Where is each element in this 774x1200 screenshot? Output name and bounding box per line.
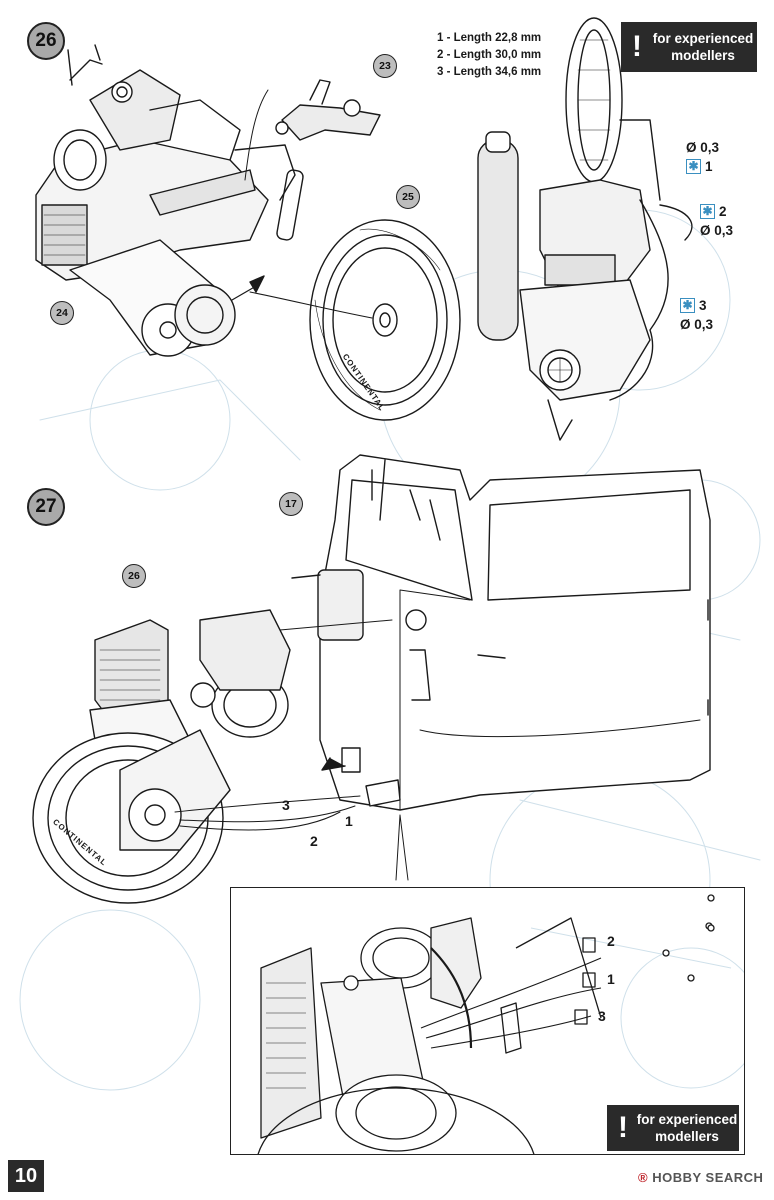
hobby-search-watermark: ® HOBBY SEARCH xyxy=(638,1170,763,1185)
wire-id: 3 xyxy=(699,298,707,313)
wire-id: 2 xyxy=(719,204,727,219)
step27-detail-pointer xyxy=(395,814,409,881)
star-cross-icon: ✱ xyxy=(686,159,701,174)
wire-diameter: Ø 0,3 xyxy=(700,223,734,238)
watermark-symbol: ® xyxy=(638,1170,649,1185)
warning-exclamation-icon: ! xyxy=(618,1111,628,1144)
warning-text: for experienced modellers xyxy=(636,1112,738,1144)
watermark-suffix: SEARCH xyxy=(701,1170,764,1185)
wire-spec-1: Ø 0,3 ✱ 1 xyxy=(686,140,719,174)
step27-cab xyxy=(279,454,711,811)
watermark-brand: HOBBY xyxy=(652,1170,702,1185)
step26-rear-assembly xyxy=(477,17,693,441)
detail-label-3: 3 xyxy=(598,1008,606,1024)
step27-motor xyxy=(32,609,361,904)
wire-spec-3: ✱ 3 Ø 0,3 xyxy=(680,298,713,332)
part-callout-23: 23 xyxy=(373,54,397,78)
step26-wheel xyxy=(249,219,461,421)
experienced-modellers-warning-bottom: ! for experienced modellers xyxy=(607,1105,739,1151)
wire-length-2: 2 - Length 30,0 mm xyxy=(437,49,542,61)
experienced-modellers-warning-top: ! for experienced modellers xyxy=(621,22,757,72)
wire-label-3: 3 xyxy=(282,797,290,813)
star-cross-icon: ✱ xyxy=(680,298,695,313)
wire-length-1: 1 - Length 22,8 mm xyxy=(437,32,542,44)
detail-drawing xyxy=(257,894,744,1154)
star-cross-icon: ✱ xyxy=(700,204,715,219)
wire-length-list: 1 - Length 22,8 mm 2 - Length 30,0 mm 3 … xyxy=(437,30,541,81)
wire-spec-2: ✱ 2 Ø 0,3 xyxy=(700,204,733,238)
step-number-27: 27 xyxy=(27,488,65,526)
wiring-detail-inset: 2 1 3 ! for experienced modellers xyxy=(230,887,745,1155)
part-callout-26: 26 xyxy=(122,564,146,588)
page-number: 10 xyxy=(8,1160,44,1192)
step26-swingarm xyxy=(69,239,265,357)
part-callout-17: 17 xyxy=(279,492,303,516)
part-callout-24: 24 xyxy=(50,301,74,325)
wire-id: 1 xyxy=(705,159,713,174)
warning-exclamation-icon: ! xyxy=(632,30,642,63)
step-number-26: 26 xyxy=(27,22,65,60)
detail-label-2: 2 xyxy=(607,933,615,949)
step26-engine xyxy=(35,44,304,281)
part-callout-25: 25 xyxy=(396,185,420,209)
detail-label-1: 1 xyxy=(607,971,615,987)
warning-text: for experienced modellers xyxy=(652,31,754,63)
wire-label-1: 1 xyxy=(345,813,353,829)
wire-diameter: Ø 0,3 xyxy=(680,317,714,332)
wire-diameter: Ø 0,3 xyxy=(686,140,720,155)
wire-length-3: 3 - Length 34,6 mm xyxy=(437,66,542,78)
step26-lever-part xyxy=(244,79,381,181)
wire-label-2: 2 xyxy=(310,833,318,849)
